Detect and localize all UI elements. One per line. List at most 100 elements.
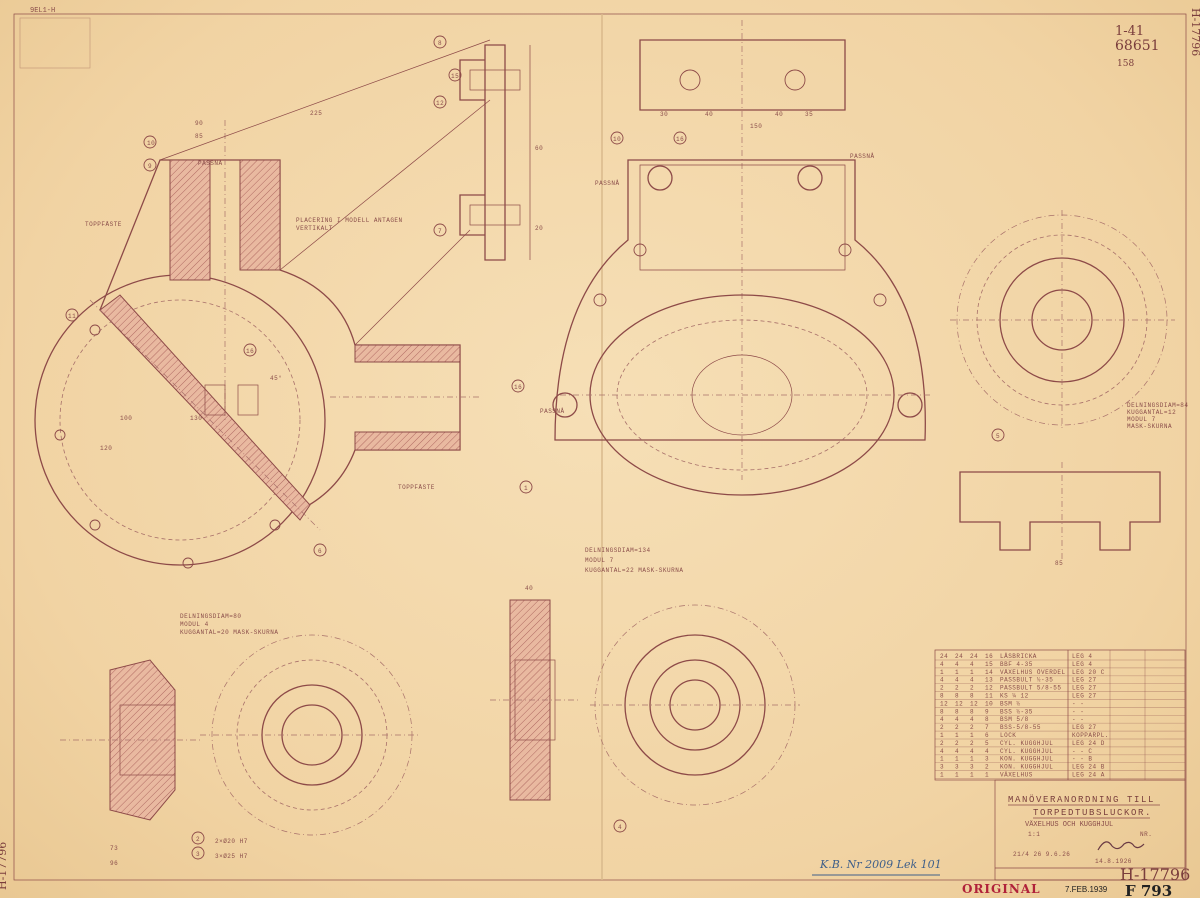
number-label: NR. — [1140, 831, 1152, 838]
quantity-cell: 2 — [940, 740, 944, 747]
side-number: H-17796 — [1189, 8, 1200, 56]
balloon-label: 11 — [68, 313, 76, 320]
fit-note: 3×Ø25 H7 — [215, 853, 248, 860]
spur-gear-section: 40 DELNINGSDIAM=134 MODUL 7 KUGGANTAL=22… — [490, 547, 683, 801]
dim-45: 45° — [270, 375, 282, 382]
quantity-cell: 1 — [940, 732, 944, 739]
gear-large-note: KUGGANTAL=22 MASK-SKURNA — [585, 567, 683, 574]
quantity-cell: 8 — [955, 693, 959, 700]
quantity-cell: 4 — [955, 748, 959, 755]
quantity-cell: 8 — [955, 708, 959, 715]
bevel-gear-section: 73 96 DELNINGSDIAM=80 MODUL 4 KUGGANTAL=… — [60, 613, 278, 867]
quantity-cell: 3 — [955, 764, 959, 771]
quantity-cell: 1 — [940, 669, 944, 676]
description-cell: BSM 5/8 — [1000, 716, 1029, 723]
quantity-cell: 8 — [940, 708, 944, 715]
archive-stamp: 1-41 68651 158 — [1115, 24, 1160, 69]
housing-side-view: 60 20 — [459, 44, 543, 261]
placement-note: VERTIKALT — [296, 225, 333, 232]
part-balloons: 10 9 11 16 6 8 12 7 15 10 16 16 1 5 4 2 … — [65, 35, 1005, 860]
description-cell: BBF 4-35 — [1000, 661, 1033, 668]
quantity-cell: 1 — [970, 669, 974, 676]
quantity-cell: 12 — [970, 700, 978, 707]
quantity-cell: 8 — [970, 708, 974, 715]
dim-90: 90 — [195, 120, 203, 127]
dim-225: 225 — [310, 110, 322, 117]
sheet-border — [13, 13, 1187, 881]
balloon-label: 8 — [438, 40, 442, 47]
item-number-cell: 4 — [985, 748, 989, 755]
title-block: MANÖVERANORDNING TILL TORPEDTUBSLUCKOR. … — [994, 779, 1190, 884]
quantity-cell: 24 — [970, 653, 978, 660]
corner-grid — [19, 17, 91, 69]
quantity-cell: 4 — [970, 661, 974, 668]
archive-line-3: 158 — [1117, 59, 1134, 69]
quantity-cell: 2 — [970, 685, 974, 692]
item-number-cell: 15 — [985, 661, 993, 668]
balloon-label: 6 — [318, 548, 322, 555]
gear-small-note: KUGGANTAL=20 MASK-SKURNA — [180, 629, 278, 636]
item-number-cell: 12 — [985, 685, 993, 692]
quantity-cell: 4 — [955, 661, 959, 668]
description-cell: BSS ½-35 — [1000, 708, 1033, 715]
placement-note: PLACERING I MODELL ANTAGEN — [296, 217, 403, 224]
dim-35: 35 — [805, 111, 813, 118]
reference-cell: LEG 27 — [1072, 685, 1097, 692]
gear-end-view: DELNINGSDIAM=84 KUGGANTAL=12 MODUL 7 MAS… — [950, 210, 1189, 430]
passna-label: PASSNÅ — [198, 160, 223, 167]
balloon-label: 9 — [148, 163, 152, 170]
gear-right-note: MASK-SKURNA — [1127, 423, 1172, 430]
quantity-cell: 2 — [940, 724, 944, 731]
dates: 21/4 26 9.6.26 — [1013, 851, 1070, 858]
dim-40: 40 — [775, 111, 783, 118]
dim-85: 85 — [195, 133, 203, 140]
balloon-label: 10 — [613, 136, 621, 143]
item-number-cell: 7 — [985, 724, 989, 731]
balloon-label: 10 — [147, 140, 155, 147]
item-number-cell: 6 — [985, 732, 989, 739]
balloon-label: 2 — [196, 836, 200, 843]
dim-120: 120 — [100, 445, 112, 452]
quantity-cell: 4 — [940, 661, 944, 668]
item-number-cell: 10 — [985, 700, 993, 707]
gear-small-note: DELNINGSDIAM=80 — [180, 613, 242, 620]
item-number-cell: 5 — [985, 740, 989, 747]
dim-150: 150 — [750, 123, 762, 130]
dim-96: 96 — [110, 860, 118, 867]
original-stamp: ORIGINAL — [962, 882, 1041, 896]
reference-cell: LEG 27 — [1072, 693, 1097, 700]
quantity-cell: 1 — [955, 732, 959, 739]
item-number-cell: 3 — [985, 756, 989, 763]
reference-cell: LEG 27 — [1072, 724, 1097, 731]
balloon-label: 4 — [618, 824, 622, 831]
passna-label: PASSNÅ — [850, 153, 875, 160]
description-cell: LÅSBRICKA — [1000, 653, 1037, 660]
handwritten-reference: K.B. Nr 2009 Lek 101 — [819, 858, 942, 871]
quantity-cell: 1 — [970, 772, 974, 779]
description-cell: CYL. KUGGHJUL — [1000, 740, 1053, 747]
reference-cell: LEG 20 C — [1072, 669, 1105, 676]
description-cell: KON. KUGGHJUL — [1000, 764, 1053, 771]
description-cell: BSS-5/8-55 — [1000, 724, 1041, 731]
item-number-cell: 2 — [985, 764, 989, 771]
quantity-cell: 1 — [955, 772, 959, 779]
gear-right-note: DELNINGSDIAM=84 — [1127, 402, 1189, 409]
gear-large-note: DELNINGSDIAM=134 — [585, 547, 651, 554]
toppfaste-label: TOPPFÄSTE — [398, 484, 435, 491]
description-cell: PASSBULT ½-35 — [1000, 677, 1053, 684]
spur-gear-end-view — [590, 604, 800, 806]
dim-20: 20 — [535, 225, 543, 232]
quantity-cell: 2 — [955, 724, 959, 731]
quantity-cell: 4 — [955, 677, 959, 684]
gear-right-note: KUGGANTAL=12 — [1127, 409, 1176, 416]
quantity-cell: 3 — [940, 764, 944, 771]
reference-cell: - - — [1072, 708, 1084, 715]
